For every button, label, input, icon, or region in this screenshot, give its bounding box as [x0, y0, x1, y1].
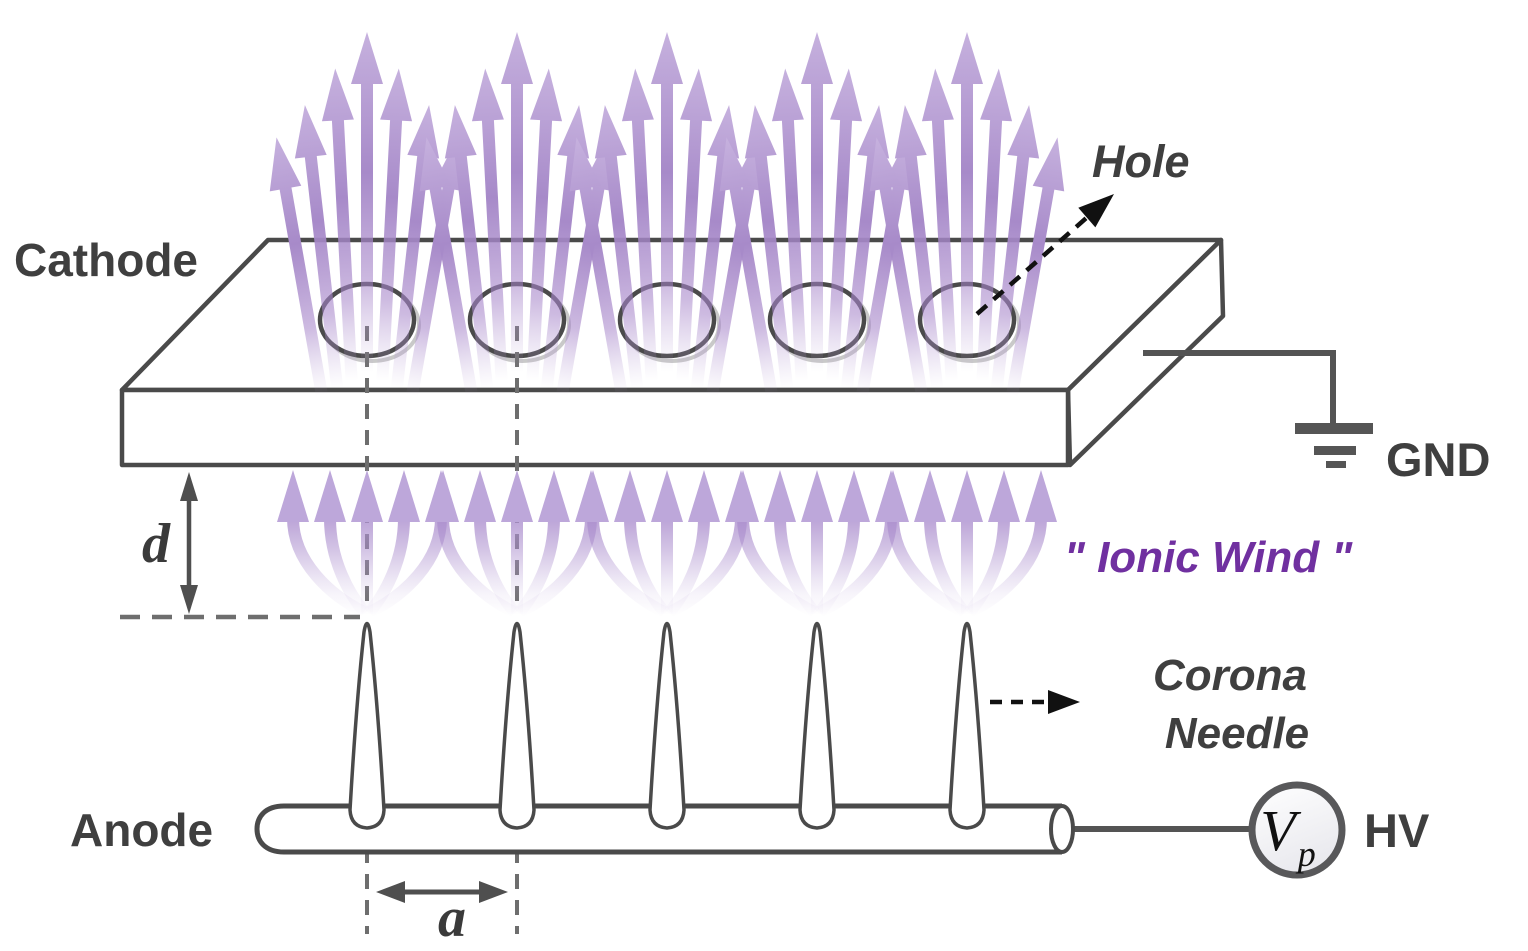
hole-callout: Hole: [975, 136, 1190, 316]
corona-needle-shape: [798, 621, 836, 830]
hole-callout-dashed-line: [975, 204, 1102, 316]
ionic-wind-fan: [727, 470, 907, 614]
ionic-wind-fan: [877, 470, 1057, 614]
anode-label: Anode: [70, 804, 213, 856]
cathode-plate-front-face: [119, 387, 1071, 468]
anode-assembly: [254, 621, 1254, 855]
ionic-wind-label: " Ionic Wind ": [1064, 533, 1353, 582]
gnd-label: GND: [1386, 433, 1490, 486]
corona-needle-label-line2: Needle: [1165, 709, 1309, 758]
pitch-arrowhead-right: [479, 881, 508, 903]
ionic-wind-fan: [427, 470, 607, 614]
gap-dimension-label: d: [142, 513, 171, 575]
wind-arrow-clusters: [261, 32, 1073, 421]
corona-needle-shape: [498, 621, 536, 830]
ground-connection: GND: [1143, 350, 1490, 486]
pitch-arrowhead-left: [376, 881, 405, 903]
corona-needle-shape: [348, 621, 386, 830]
corona-needle-callout: Corona Needle: [990, 651, 1309, 758]
gap-dimension: d: [120, 472, 360, 620]
voltage-source-circle: [1248, 781, 1346, 879]
ionic-wind-arrow-fans: [277, 470, 1057, 614]
ionic-wind-fan: [277, 470, 457, 614]
pitch-dimension-label: a: [438, 887, 466, 949]
gap-arrowhead-up: [180, 472, 198, 501]
hv-label: HV: [1364, 804, 1430, 857]
hole-callout-arrowhead: [1078, 194, 1114, 228]
gap-arrowhead-down: [180, 585, 198, 614]
ground-wire: [1143, 350, 1336, 424]
corona-callout-arrowhead: [1048, 690, 1080, 714]
corona-needle-shape: [948, 621, 986, 830]
hole-label: Hole: [1092, 136, 1190, 187]
cathode-label: Cathode: [14, 234, 198, 286]
ground-icon: [1295, 423, 1373, 468]
pitch-dimension: a: [376, 881, 508, 949]
anode-rod-end-cap: [1049, 804, 1075, 854]
corona-needle-label-line1: Corona: [1153, 651, 1307, 700]
anode-rod-outline: [254, 803, 1062, 855]
anode-rod: [257, 806, 1062, 852]
corona-needle-shape: [648, 621, 686, 830]
vp-symbol: Vp: [1260, 798, 1315, 874]
ionic-wind-fan: [577, 470, 757, 614]
hv-source: Vp HV: [1248, 781, 1430, 879]
